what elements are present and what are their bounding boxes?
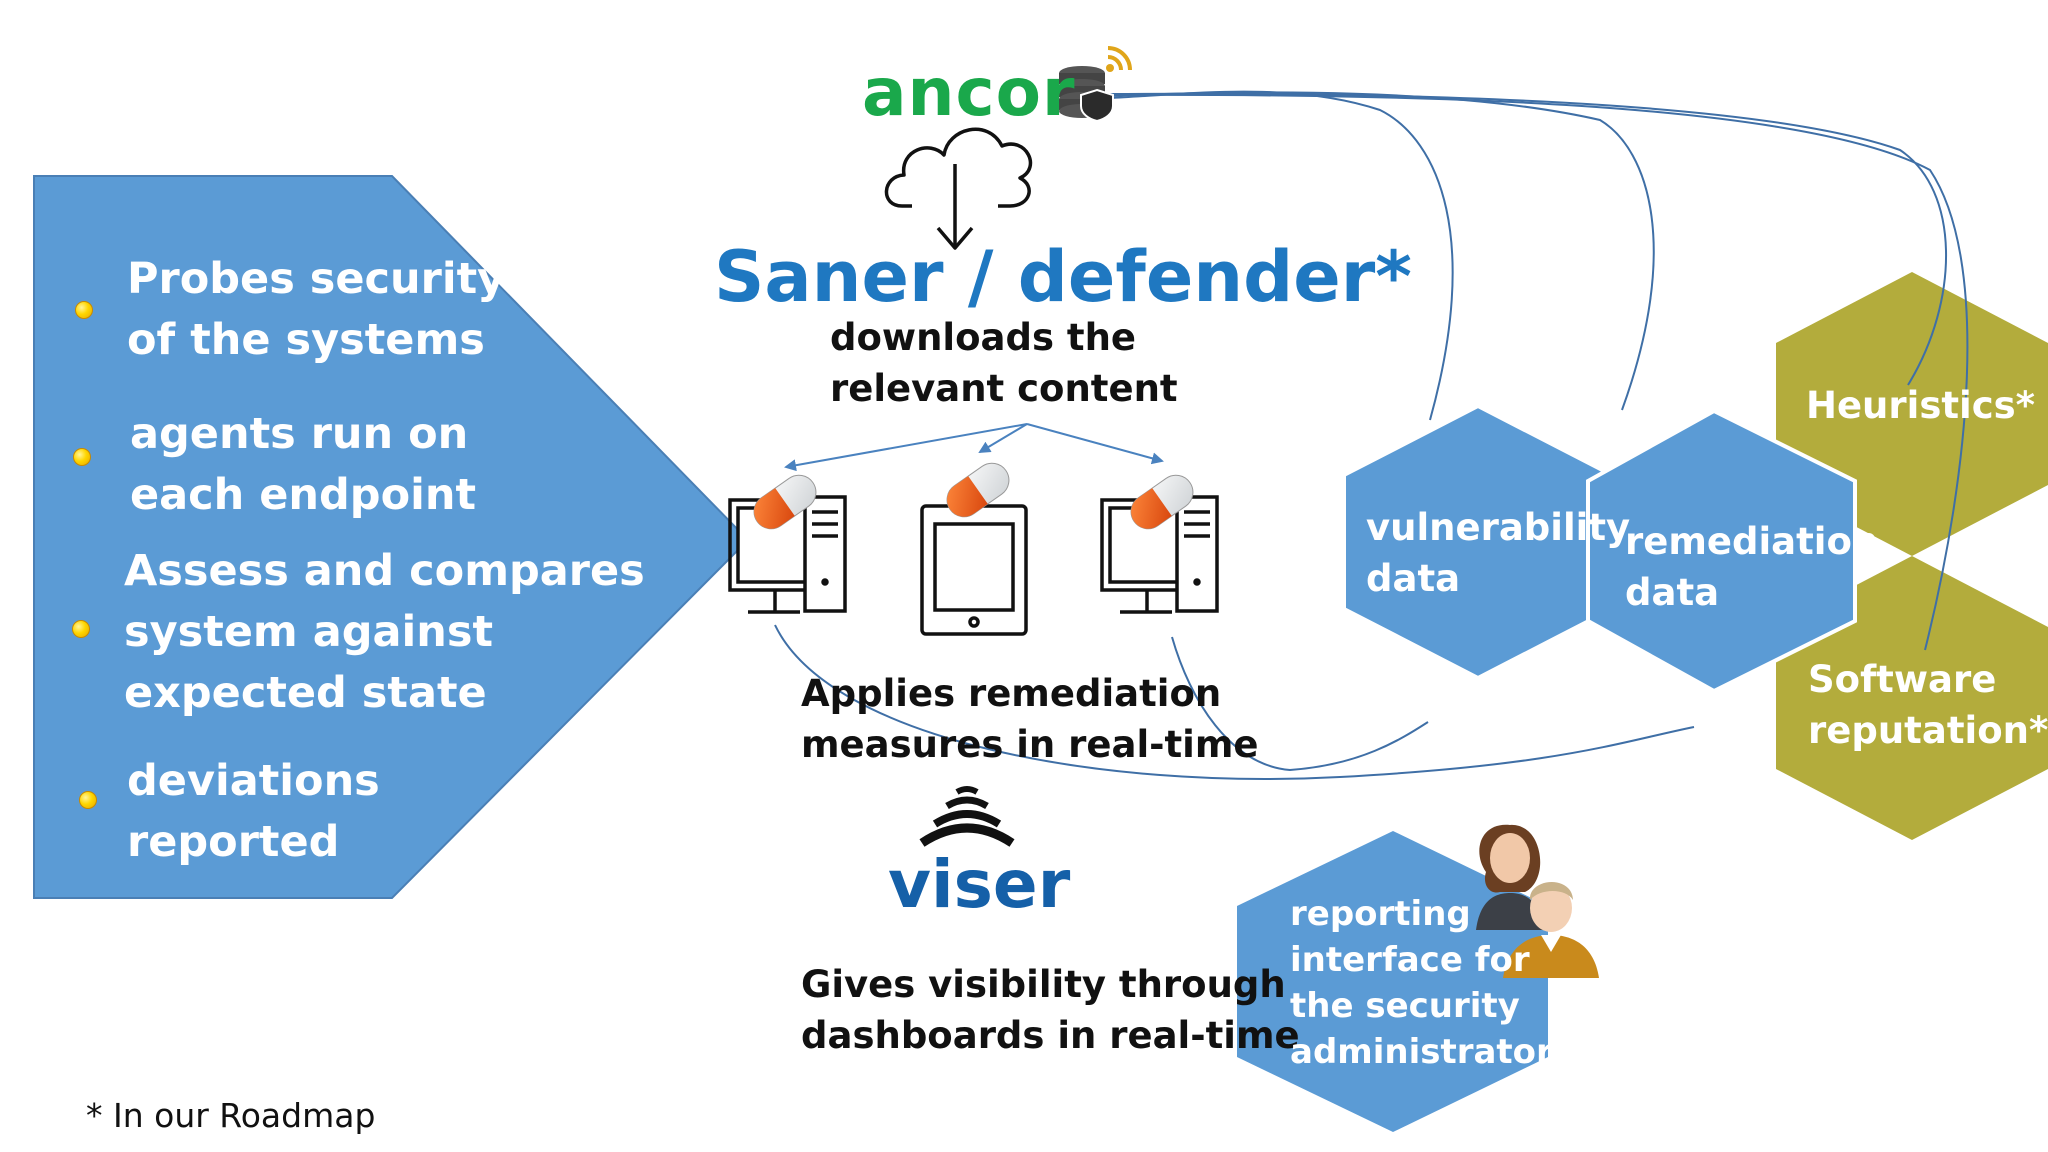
connector-endpoint-right [1171,636,1429,772]
connector-soft-ancor [1109,93,1969,651]
connector-endpoint-left [774,624,1695,780]
bullet-dot-3 [72,620,90,638]
endpoints-caption: Applies remediation measures in real-tim… [801,672,1259,766]
signal-icon [919,786,1015,847]
bullet-agents-run: agents run on each endpoint [130,409,477,520]
bullet-dot-2 [73,448,91,466]
bullet-assess-compares: Assess and compares system against expec… [124,546,645,718]
reporting-interface-label: reporting interface for the security adm… [1290,894,1553,1072]
heuristics-label: Heuristics* [1806,384,2036,427]
administrator-users-icon [1476,824,1599,978]
cloud-download-icon [884,127,1033,250]
vulnerability-data-label: vulnerability data [1366,506,1631,600]
connector-remed-ancor [1109,91,1655,411]
viser-caption: Gives visibility through dashboards in r… [801,963,1300,1057]
software-reputation-label: Software reputation* [1808,658,2048,752]
pill-icon-middle [946,462,1010,518]
ancor-logo-text: ancor [862,54,1076,131]
bullet-probes-security: Probes security of the systems [127,254,506,365]
download-arrow-left [784,423,1028,472]
download-arrow-middle [978,423,1028,454]
download-arrow-right [1026,423,1164,465]
pill-icon-right [1130,474,1194,530]
database-shield-icon [1059,46,1132,123]
remediation-data-label: remediation data [1625,520,1879,614]
roadmap-footnote: * In our Roadmap [86,1096,376,1135]
bullet-deviations-reported: deviations reported [127,756,380,867]
remediation-hexagon [1586,408,1857,694]
viser-logo-text: viser [888,846,1071,923]
tablet-icon [920,504,1028,636]
saner-caption: downloads the relevant content [830,316,1178,410]
connector-heur-ancor [1109,92,1948,386]
bullet-dot-1 [75,301,93,319]
reporting-hexagon [1237,831,1548,1132]
left-panel-shape [33,175,750,899]
bullet-dot-4 [79,791,97,809]
pill-icon-left [753,474,817,530]
saner-defender-title: Saner / defender* [714,236,1412,318]
desktop-icon-left [728,495,847,614]
